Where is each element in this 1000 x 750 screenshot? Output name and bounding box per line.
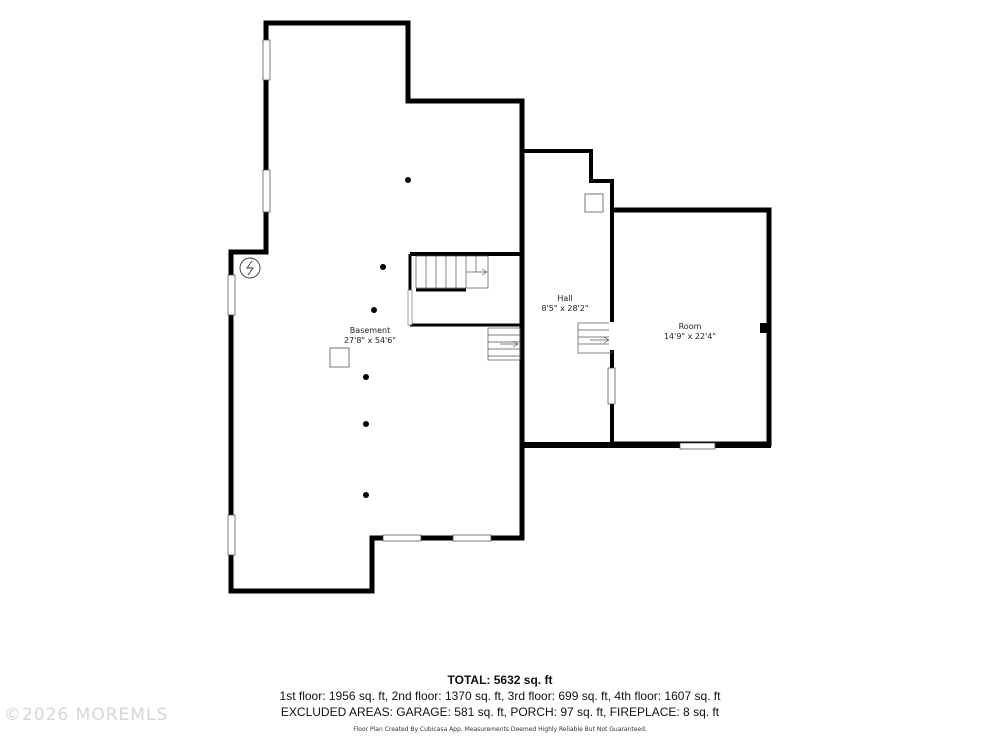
room-dims: 14'9" x 22'4" bbox=[663, 332, 717, 341]
column-dot bbox=[380, 264, 386, 270]
room-label-basement: Basement 27'8" x 54'6" bbox=[330, 326, 410, 346]
column-dot bbox=[371, 307, 377, 313]
room-name: Basement bbox=[349, 326, 391, 335]
floor-areas: 1st floor: 1956 sq. ft, 2nd floor: 1370 … bbox=[279, 689, 721, 703]
room-name: Room bbox=[678, 322, 702, 331]
utility-box-icon bbox=[329, 347, 350, 368]
floor-plan bbox=[227, 20, 772, 594]
room-name: Hall bbox=[557, 294, 573, 303]
excluded-areas: EXCLUDED AREAS: GARAGE: 581 sq. ft, PORC… bbox=[280, 705, 720, 719]
room-label-room: Room 14'9" x 22'4" bbox=[650, 322, 730, 342]
window bbox=[607, 367, 616, 405]
column-dot bbox=[405, 177, 411, 183]
window bbox=[262, 169, 271, 213]
column-dot bbox=[363, 374, 369, 380]
basement-walls bbox=[228, 20, 525, 594]
utility-box-icon bbox=[584, 193, 604, 213]
window bbox=[679, 442, 716, 450]
window bbox=[262, 39, 271, 81]
electrical-panel-icon bbox=[239, 257, 261, 279]
room-label-hall: Hall 8'5" x 28'2" bbox=[530, 294, 600, 314]
mls-watermark: ©2026 MOREMLS bbox=[4, 705, 169, 725]
window bbox=[227, 514, 236, 556]
stairs-icon bbox=[415, 255, 489, 289]
window bbox=[452, 534, 492, 542]
column-dot bbox=[363, 492, 369, 498]
disclaimer-text: Floor Plan Created By Cubicasa App. Meas… bbox=[353, 726, 647, 733]
total-area: TOTAL: 5632 sq. ft bbox=[447, 673, 553, 687]
fireplace-icon bbox=[760, 323, 767, 333]
column-dot bbox=[363, 421, 369, 427]
area-summary: TOTAL: 5632 sq. ft 1st floor: 1956 sq. f… bbox=[0, 672, 1000, 720]
stairs-icon bbox=[487, 327, 521, 361]
doorway bbox=[609, 322, 615, 350]
window bbox=[382, 534, 422, 542]
stair-enclosure bbox=[407, 252, 522, 327]
stairs-icon bbox=[577, 322, 613, 354]
windows bbox=[227, 39, 716, 556]
room-dims: 8'5" x 28'2" bbox=[541, 304, 589, 313]
support-columns bbox=[363, 177, 411, 498]
room-dims: 27'8" x 54'6" bbox=[343, 336, 397, 345]
window bbox=[227, 274, 236, 316]
